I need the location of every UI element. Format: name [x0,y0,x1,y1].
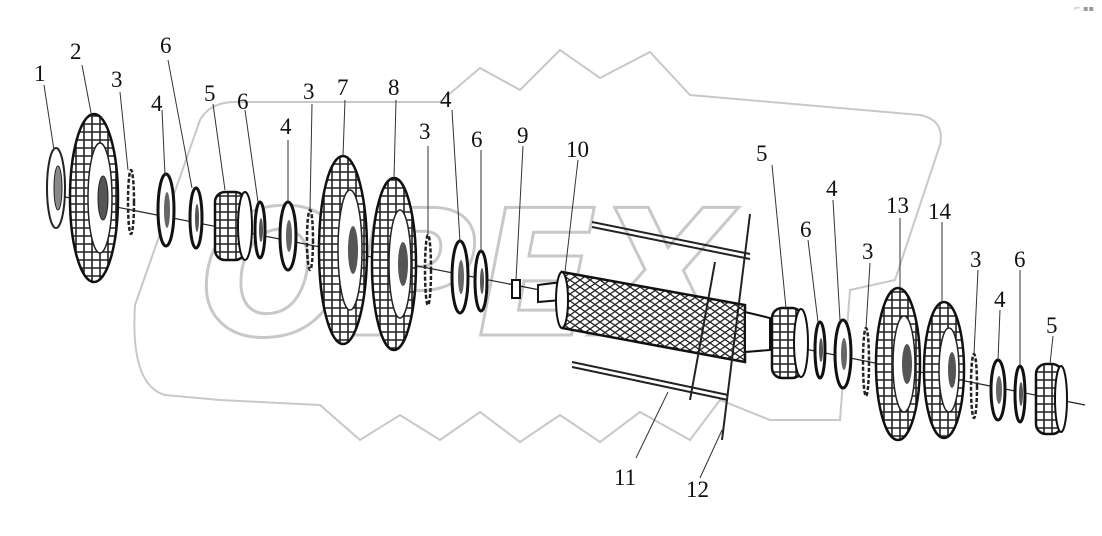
part-6e-ring [1013,364,1027,424]
part-4c-washer [450,239,470,315]
part-2-gear [68,112,120,284]
callout-8: 8 [388,75,400,100]
part-3c-snap-ring [423,233,433,307]
callout-4: 4 [994,287,1006,312]
callout-4: 4 [440,87,452,112]
callout-1: 1 [34,61,46,86]
part-6d-ring [813,320,827,380]
callout-6: 6 [1014,247,1026,272]
part-14-gear [922,300,966,440]
callout-10: 10 [566,137,589,162]
callout-5: 5 [1046,313,1058,338]
callout-3: 3 [862,239,874,264]
part-4e-washer [989,358,1007,422]
callout-11: 11 [614,465,637,490]
callout-2: 2 [70,39,82,64]
callout-6: 6 [800,217,812,242]
part-11-12-rods [571,213,751,441]
part-6c-ring [473,249,489,313]
callout-3: 3 [970,247,982,272]
part-4d-washer [833,318,853,390]
part-13-gear [874,286,922,442]
callout-3: 3 [111,67,123,92]
callout-13: 13 [886,193,909,218]
part-5c-needle-bearing [1034,362,1068,436]
callout-6: 6 [471,127,483,152]
callout-12: 12 [686,477,709,502]
part-6b-ring [253,200,267,260]
leader-lines [43,59,1054,479]
callout-4: 4 [280,114,292,139]
corner-mark: ⌐ ▪▪ [1073,4,1094,13]
callout-5: 5 [204,81,216,106]
part-1-retainer [46,147,66,229]
part-5b-needle-bearing [770,306,809,380]
part-4-washer [156,172,176,248]
part-10-main-shaft [537,270,771,364]
part-5-needle-bearing [213,190,253,262]
part-3-snap-ring [126,168,136,236]
callout-7: 7 [337,75,349,100]
callout-3: 3 [303,79,315,104]
part-4b-washer [278,200,298,272]
callout-4: 4 [826,176,838,201]
part-6-ring [188,186,204,250]
callout-14: 14 [928,199,951,224]
callout-6: 6 [237,89,249,114]
part-7-gear [317,154,369,346]
callout-6: 6 [160,33,172,58]
callout-5: 5 [756,141,768,166]
part-8-gear [370,176,418,352]
callout-4: 4 [151,91,163,116]
part-3e-snap-ring [969,352,979,420]
part-9-key [511,279,521,299]
callout-9: 9 [517,123,529,148]
callout-3: 3 [419,119,431,144]
